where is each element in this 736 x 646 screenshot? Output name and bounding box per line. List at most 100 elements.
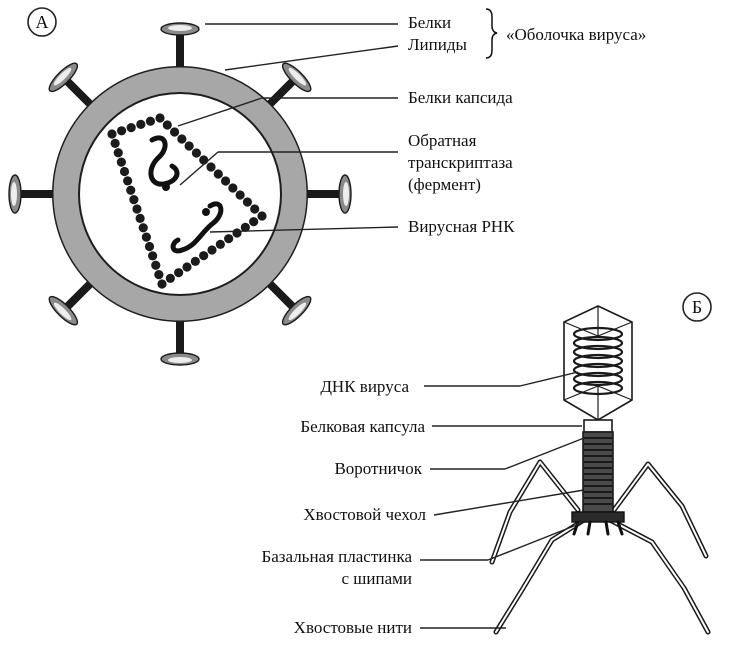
base-plate	[571, 511, 625, 523]
capsid-protein-bead	[190, 256, 200, 266]
capsid-protein-bead	[215, 239, 225, 249]
capsid-protein-bead	[242, 197, 253, 207]
rna-strand-2	[170, 201, 224, 254]
envelope-spike	[160, 22, 200, 76]
capsid-protein-bead	[213, 169, 223, 179]
capsid-protein-bead	[250, 204, 260, 214]
envelope-spikes	[8, 22, 352, 366]
label-sheath: Хвостовой чехол	[303, 505, 426, 524]
label-envelope: «Оболочка вируса»	[506, 25, 646, 44]
capsid-protein-bead	[220, 176, 231, 186]
capsid-protein-bead	[228, 183, 238, 193]
capsid-protein-bead	[135, 213, 145, 223]
capsid-protein-bead	[240, 222, 250, 232]
capsid-protein-bead	[199, 155, 209, 165]
capsid	[107, 113, 267, 289]
capsid-protein-bead	[184, 141, 194, 151]
lipid-envelope	[53, 67, 307, 321]
capsid-protein-bead	[162, 120, 172, 130]
panel-a: А Белки Липиды «Оболочка вируса» Белки к…	[8, 7, 646, 366]
brace	[485, 8, 498, 59]
rna-strand-1	[148, 135, 180, 187]
leader-collar-2	[504, 437, 585, 470]
capsid-protein-bead	[110, 138, 120, 148]
dna-loop	[572, 380, 624, 396]
capsid-protein-bead	[235, 190, 245, 200]
tail-fibers-highlight	[491, 461, 709, 633]
label-dna: ДНК вируса	[320, 377, 409, 396]
capsid-protein-bead	[207, 245, 217, 255]
panel-b-letter: Б	[692, 297, 702, 317]
leader-sheath	[433, 489, 585, 516]
dna-loop	[572, 326, 624, 342]
panel-a-marker	[27, 7, 57, 37]
leader-base-2	[487, 521, 585, 561]
capsid-protein-bead	[151, 260, 161, 270]
capsid-protein-bead	[136, 119, 146, 129]
capsid-protein-bead	[119, 166, 130, 177]
capsid-protein-bead	[148, 251, 158, 261]
capsid-protein-bead	[157, 279, 167, 289]
label-capsule: Белковая капсула	[300, 417, 425, 436]
capsid-protein-bead	[138, 223, 148, 233]
capsid-protein-bead	[177, 134, 187, 144]
envelope-inner-edge	[78, 92, 282, 296]
leader-dna-2	[519, 371, 579, 387]
capsid-protein-bead	[126, 123, 136, 133]
leader-rna	[209, 226, 399, 233]
capsid-protein-bead	[191, 148, 202, 158]
dna-loop	[572, 362, 624, 378]
label-capsid-proteins: Белки капсида	[408, 88, 513, 107]
label-rt-line3: (фермент)	[408, 175, 481, 194]
label-rt-line1: Обратная	[408, 131, 477, 150]
label-collar: Воротничок	[334, 459, 422, 478]
leader-capsid-1	[177, 97, 263, 127]
label-rna: Вирусная РНК	[408, 217, 515, 236]
panel-b: Б	[261, 292, 712, 637]
capsid-protein-bead	[232, 228, 242, 238]
reverse-transcriptase-dot	[202, 208, 210, 216]
reverse-transcriptase-dot	[162, 183, 170, 191]
capsid-protein-bead	[141, 232, 151, 242]
capsid-protein-bead	[132, 204, 142, 214]
envelope-spike	[298, 174, 352, 214]
leader-rt-1	[179, 151, 219, 186]
capsid-protein-bead	[249, 217, 259, 227]
collar	[583, 419, 613, 433]
capsid-protein-bead	[117, 126, 127, 136]
leader-lipids	[224, 45, 399, 71]
envelope-spike	[160, 312, 200, 366]
capsid-protein-bead	[123, 176, 133, 186]
envelope-spike	[8, 174, 62, 214]
capsid-protein-bead	[113, 148, 123, 158]
capsid-protein-bead	[155, 113, 165, 123]
label-rt-line2: транскриптаза	[408, 153, 513, 172]
capsid-protein-bead	[257, 211, 267, 221]
capsid-protein-bead	[107, 129, 117, 139]
envelope-outer-edge	[52, 66, 308, 322]
label-fibers: Хвостовые нити	[294, 618, 412, 637]
capsid-protein-bead	[145, 116, 155, 126]
dna-loop	[572, 371, 624, 387]
capsid-protein-bead	[174, 268, 184, 278]
capsid-protein-bead	[154, 270, 164, 280]
panel-b-marker	[682, 292, 712, 322]
capsid-protein-bead	[129, 195, 139, 205]
tail-sheath-rings	[584, 437, 612, 505]
capsid-protein-bead	[126, 185, 136, 195]
capsid-protein-bead	[206, 162, 216, 172]
capsid-protein-bead	[182, 262, 192, 272]
label-lipids: Липиды	[408, 35, 467, 54]
panel-a-letter: А	[36, 12, 49, 32]
capsid-protein-bead	[116, 157, 126, 167]
dna-loop	[572, 344, 624, 360]
capsid-protein-bead	[169, 127, 180, 137]
label-base-line2: с шипами	[342, 569, 412, 588]
label-base-line1: Базальная пластинка	[261, 547, 412, 566]
capsid-protein-bead	[165, 273, 175, 283]
viral-dna-coil	[572, 326, 624, 396]
label-proteins: Белки	[408, 13, 451, 32]
dna-loop	[572, 335, 624, 351]
capsid-protein-bead	[224, 234, 234, 244]
